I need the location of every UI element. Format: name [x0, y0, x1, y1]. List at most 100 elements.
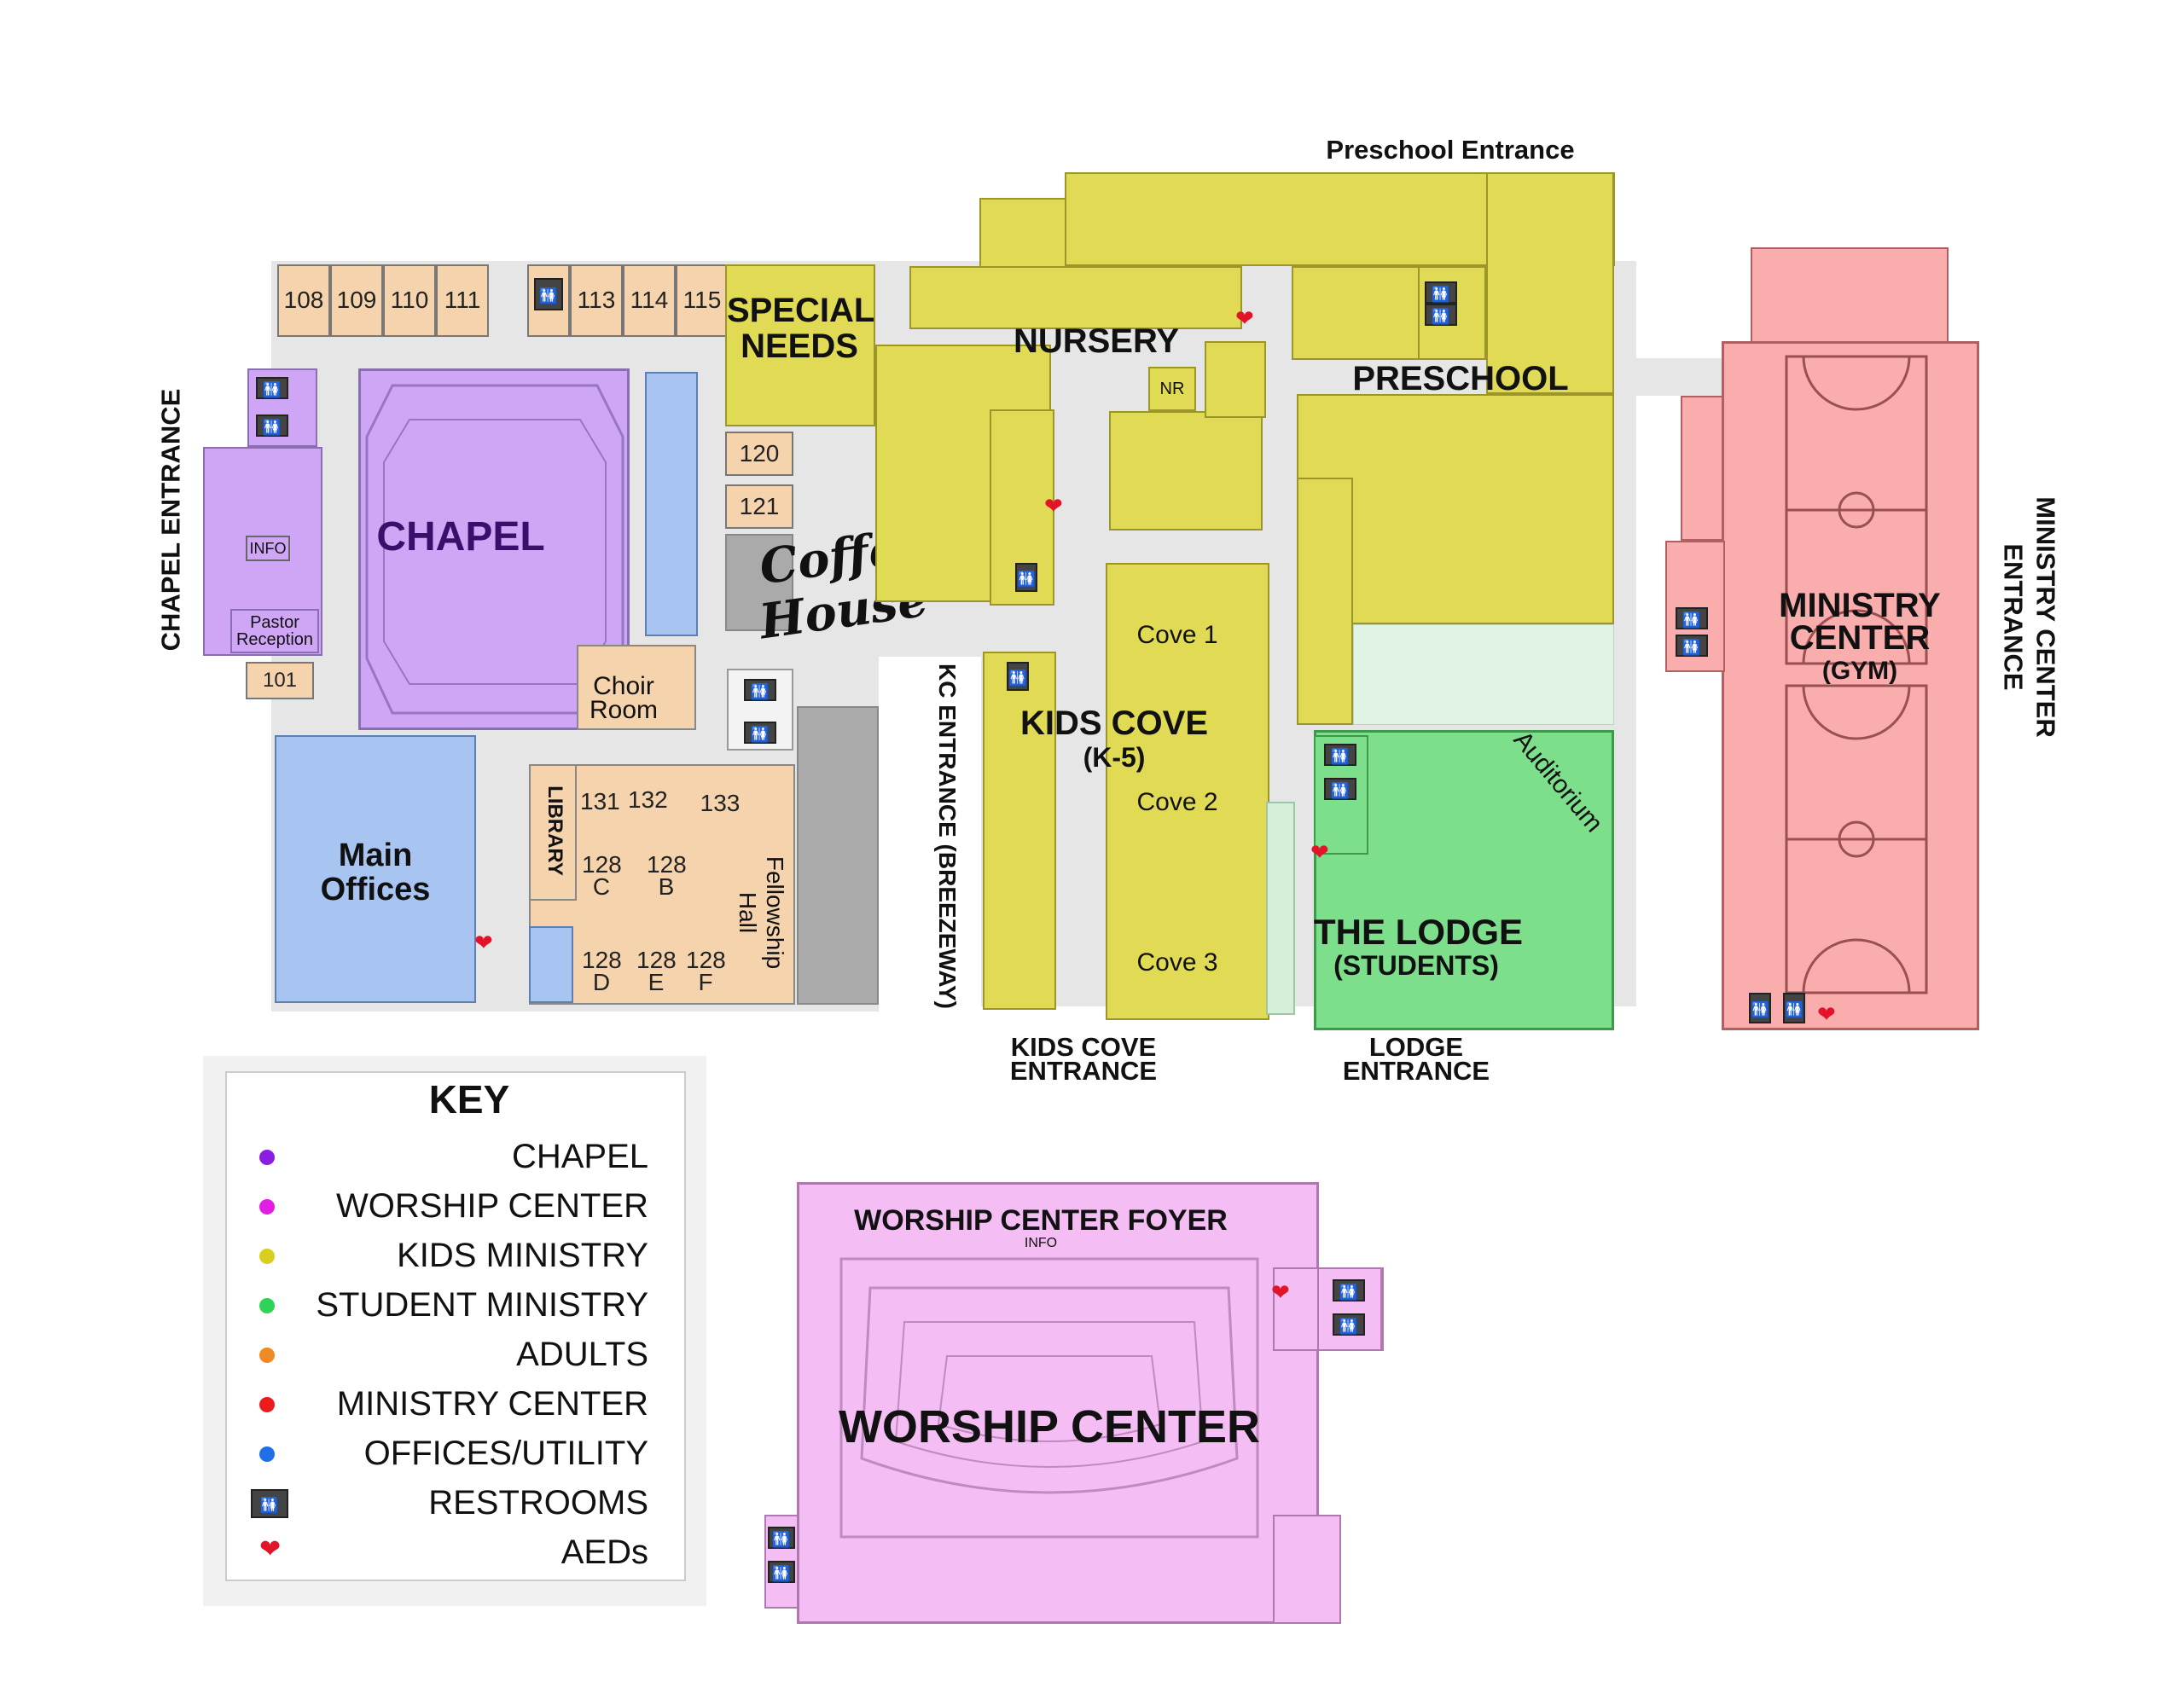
fellowship-hall-label-1: Fellowship	[762, 855, 788, 970]
adults-blue-closet[interactable]	[529, 926, 573, 1003]
main-offices[interactable]	[275, 735, 476, 1003]
preschool-entrance-label: Preschool Entrance	[1326, 135, 1575, 165]
room-109[interactable]	[330, 264, 383, 337]
room-113[interactable]	[570, 264, 623, 337]
room-115[interactable]	[676, 264, 729, 337]
cove2-label: Cove 2	[1136, 788, 1218, 816]
special-needs[interactable]	[725, 264, 875, 426]
legend-label: OFFICES/UTILITY	[363, 1435, 648, 1472]
info-desk[interactable]	[246, 536, 290, 561]
legend-item: STUDENT MINISTRY	[247, 1283, 648, 1324]
kids-nursery-mid[interactable]	[1109, 411, 1263, 530]
kids-cove-right-strip[interactable]	[1266, 802, 1295, 1015]
restroom-icon: 🚻	[1425, 304, 1457, 326]
the-lodge-sub-label: (STUDENTS)	[1333, 950, 1499, 981]
cove1-label: Cove 1	[1136, 621, 1218, 649]
ministry-center-left-wing[interactable]	[1681, 396, 1723, 541]
aed-heart-icon: ❤	[1044, 493, 1063, 519]
legend-dot-worship	[259, 1199, 275, 1215]
room-120-label: 120	[739, 440, 780, 467]
aed-heart-icon: ❤	[259, 1535, 282, 1563]
aed-heart-icon: ❤	[1235, 305, 1254, 331]
choir-room-label-2: Room	[589, 696, 659, 724]
special-needs-label-1: SPECIAL	[727, 292, 875, 329]
aed-heart-icon: ❤	[1271, 1279, 1290, 1305]
room-114[interactable]	[623, 264, 676, 337]
room-109-label: 109	[336, 287, 377, 313]
legend-label: WORSHIP CENTER	[336, 1187, 648, 1225]
kids-nr-room[interactable]	[1148, 367, 1196, 411]
room-128f-label-a: 128	[686, 947, 726, 973]
legend-dot-offices	[259, 1446, 275, 1462]
legend-item: KIDS MINISTRY	[247, 1233, 648, 1274]
restroom-icon: 🚻	[1749, 993, 1771, 1023]
worship-center-seating	[839, 1257, 1259, 1539]
aed-heart-icon: ❤	[1310, 839, 1329, 865]
restroom-icon: 🚻	[256, 377, 288, 399]
light-green-area[interactable]	[1353, 624, 1614, 725]
room-128c-label-a: 128	[582, 851, 622, 878]
room-128d-label-a: 128	[582, 947, 622, 973]
utility-gray-small[interactable]	[725, 534, 793, 631]
restroom-icon: 🚻	[1333, 1279, 1365, 1301]
room-101-label: 101	[262, 669, 298, 692]
the-lodge-label: THE LODGE	[1314, 912, 1524, 952]
choir-room-label-1: Choir	[593, 672, 654, 700]
kids-cove-left-column[interactable]	[983, 652, 1056, 1010]
ministry-center-sub-label: (GYM)	[1821, 657, 1898, 685]
legend-label: MINISTRY CENTER	[336, 1385, 648, 1423]
aed-heart-icon: ❤	[1817, 1001, 1836, 1027]
cove3-label: Cove 3	[1136, 948, 1218, 977]
preschool-label: PRESCHOOL	[1352, 360, 1569, 397]
room-115-label: 115	[682, 287, 722, 313]
utility-gray-block[interactable]	[797, 706, 879, 1005]
room-111[interactable]	[436, 264, 489, 337]
restroom-icon: 🚻	[256, 415, 288, 437]
room-113-label: 113	[577, 287, 616, 313]
restroom-icon: 🚻	[534, 278, 563, 310]
room-110-label: 110	[390, 287, 429, 313]
preschool-lower-left[interactable]	[1297, 478, 1353, 725]
ministry-center-top[interactable]	[1751, 247, 1949, 345]
ministry-center-connector	[1614, 358, 1725, 396]
restroom-icon: 🚻	[1007, 662, 1029, 691]
chapel-label: CHAPEL	[376, 514, 545, 559]
legend-label: CHAPEL	[511, 1138, 648, 1175]
room-110[interactable]	[383, 264, 436, 337]
preschool-right-column[interactable]	[1486, 172, 1614, 394]
room-108[interactable]	[277, 264, 330, 337]
corridor-white-cutout	[879, 657, 981, 1015]
kids-cove-main[interactable]	[1106, 563, 1269, 1020]
library[interactable]	[529, 764, 577, 901]
legend-label: STUDENT MINISTRY	[316, 1286, 648, 1324]
worship-info-label: INFO	[1024, 1236, 1058, 1250]
restroom-icon: 🚻	[1324, 744, 1356, 766]
choir-room[interactable]	[577, 645, 696, 730]
kids-nursery-strip-2[interactable]	[909, 266, 1242, 329]
aed-heart-icon: ❤	[474, 930, 493, 955]
pastor-reception[interactable]	[230, 609, 319, 653]
legend-label: ADULTS	[516, 1336, 648, 1373]
worship-restroom-right[interactable]	[1317, 1267, 1382, 1351]
worship-center-building[interactable]	[797, 1182, 1319, 1624]
room-132-label: 132	[628, 786, 668, 813]
kids-nursery-right-small[interactable]	[1205, 341, 1266, 418]
restroom-icon: 🚻	[744, 679, 776, 701]
restroom-icon: 🚻	[768, 1561, 795, 1583]
room-120[interactable]	[725, 432, 793, 476]
legend-label: AEDs	[561, 1533, 648, 1571]
worship-center-bottom-right[interactable]	[1273, 1515, 1341, 1624]
legend-label: KIDS MINISTRY	[397, 1237, 648, 1274]
room-128f-label-b: F	[698, 969, 713, 995]
ministry-center-entrance-label-2: ENTRANCE	[1998, 543, 2029, 691]
room-101[interactable]	[246, 662, 314, 699]
kids-cove-sub-label: (K-5)	[1083, 742, 1146, 773]
pastor-reception-label-2: Reception	[235, 630, 314, 649]
restroom-icon: 🚻	[1015, 563, 1037, 592]
room-121[interactable]	[725, 484, 793, 529]
room-133-label: 133	[700, 790, 741, 816]
legend-item: ❤ AEDs	[247, 1530, 648, 1571]
chapel-side-blue[interactable]	[645, 372, 698, 636]
room-108-label: 108	[283, 287, 324, 313]
main-offices-label-1: Main	[338, 838, 413, 873]
